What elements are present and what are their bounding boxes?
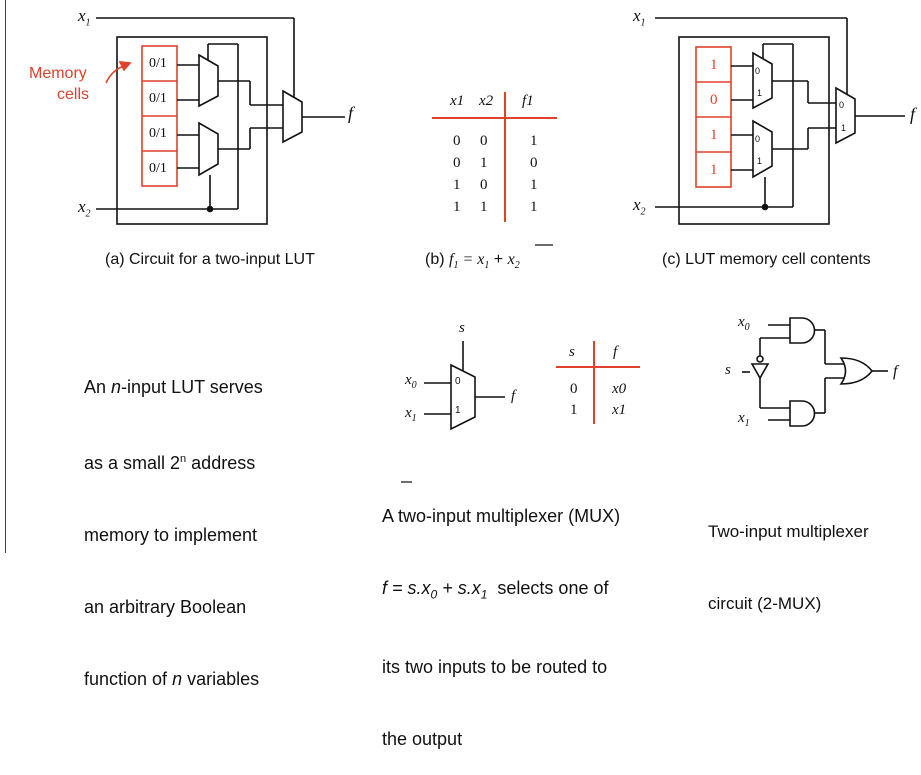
table-b-cell: 1 <box>480 155 488 171</box>
caption-b: (b) f1 = x1 + x2 <box>425 251 520 272</box>
table-b-cell: 0 <box>480 177 488 193</box>
input-x2-label-c: x2 <box>633 195 646 218</box>
memory-cell-3: 0/1 <box>149 126 167 141</box>
mux-f-label: f <box>511 388 516 404</box>
mux-x0-label: x0 <box>405 372 417 391</box>
table-b-cell: 1 <box>453 177 461 193</box>
panel-c-circuit <box>655 17 905 225</box>
table-b-cell: 1 <box>480 199 488 215</box>
lut-a-mux-top <box>198 53 219 108</box>
mux-x1-label: x1 <box>405 405 417 424</box>
table-b-cell: 0 <box>530 155 538 171</box>
mux-description: A two-input multiplexer (MUX) f = s.x0 +… <box>382 506 621 749</box>
lut-description: An n-input LUT serves as a small 2n addr… <box>84 377 263 689</box>
mux-table-cell: x1 <box>612 402 627 418</box>
mux-c-top-in0: 0 <box>755 66 761 76</box>
mux-gate-circuit <box>742 317 888 427</box>
mux-table-cell: 0 <box>570 381 578 397</box>
mux-table-cell: x0 <box>612 381 627 397</box>
lut-c-frame <box>678 36 830 225</box>
memory-cell-c-4: 1 <box>710 162 718 178</box>
and-gate-bottom <box>789 400 816 427</box>
mux-c-bot-in0: 0 <box>755 134 761 144</box>
lut-a-frame <box>116 36 268 225</box>
gate-x1-label: x1 <box>738 410 750 429</box>
mux-table-cell: 1 <box>570 402 578 418</box>
table-b-cell: 1 <box>453 199 461 215</box>
mux-select-label: s <box>459 320 465 336</box>
mux-table-header-f: f <box>613 344 618 360</box>
memory-cell-2: 0/1 <box>149 91 167 106</box>
input-x1-label-c: x1 <box>633 6 646 29</box>
panel-a-circuit <box>96 17 345 225</box>
mux-in1-label: 1 <box>455 405 461 416</box>
output-f-label-a: f <box>348 103 354 123</box>
lut-a-mux-final <box>282 89 303 144</box>
table-b-header-x1: x1 <box>450 93 465 109</box>
mux-c-final-in0: 0 <box>839 100 845 110</box>
mux-in0-label: 0 <box>455 376 461 387</box>
table-b-cell: 0 <box>453 133 461 149</box>
gate-f-label: f <box>893 363 898 380</box>
table-b-cell: 1 <box>530 199 538 215</box>
table-b-header-f1: f1 <box>522 93 534 109</box>
cells-label: cells <box>57 86 90 103</box>
gate-x0-label: x0 <box>738 314 750 333</box>
mux-symbol <box>424 341 505 431</box>
memory-cell-c-3: 1 <box>710 127 718 143</box>
table-b-cell: 1 <box>530 177 538 193</box>
memory-label: Memory <box>29 65 87 82</box>
caption-a: (a) Circuit for a two-input LUT <box>105 251 315 268</box>
caption-c: (c) LUT memory cell contents <box>662 251 871 268</box>
memory-cell-c-1: 1 <box>710 57 718 73</box>
mux-c-bot-in1: 1 <box>757 156 763 166</box>
input-x2-label-a: x2 <box>78 197 91 220</box>
gate-s-label: s <box>725 362 731 378</box>
table-b-cell: 0 <box>453 155 461 171</box>
not-gate <box>750 363 770 380</box>
output-f-label-c: f <box>910 104 916 124</box>
memory-cell-c-2: 0 <box>710 92 718 108</box>
truth-table-b <box>432 92 557 222</box>
input-x1-label-a: x1 <box>78 6 91 29</box>
mux-truth-table <box>556 341 640 424</box>
table-b-header-x2: x2 <box>479 93 494 109</box>
mux-c-final-in1: 1 <box>841 123 847 133</box>
memory-cell-1: 0/1 <box>149 56 167 71</box>
gate-circuit-description: Two-input multiplexer circuit (2-MUX) <box>708 522 869 613</box>
page-left-rule <box>5 0 6 553</box>
mux-c-top-in1: 1 <box>757 88 763 98</box>
mux-table-header-s: s <box>569 344 575 360</box>
table-b-cell: 0 <box>480 133 488 149</box>
lut-a-mux-bottom <box>198 121 219 177</box>
diagram-canvas <box>96 17 905 483</box>
and-gate-top <box>789 317 816 344</box>
table-b-cell: 1 <box>530 133 538 149</box>
or-gate <box>839 357 874 385</box>
memory-cell-4: 0/1 <box>149 161 167 176</box>
